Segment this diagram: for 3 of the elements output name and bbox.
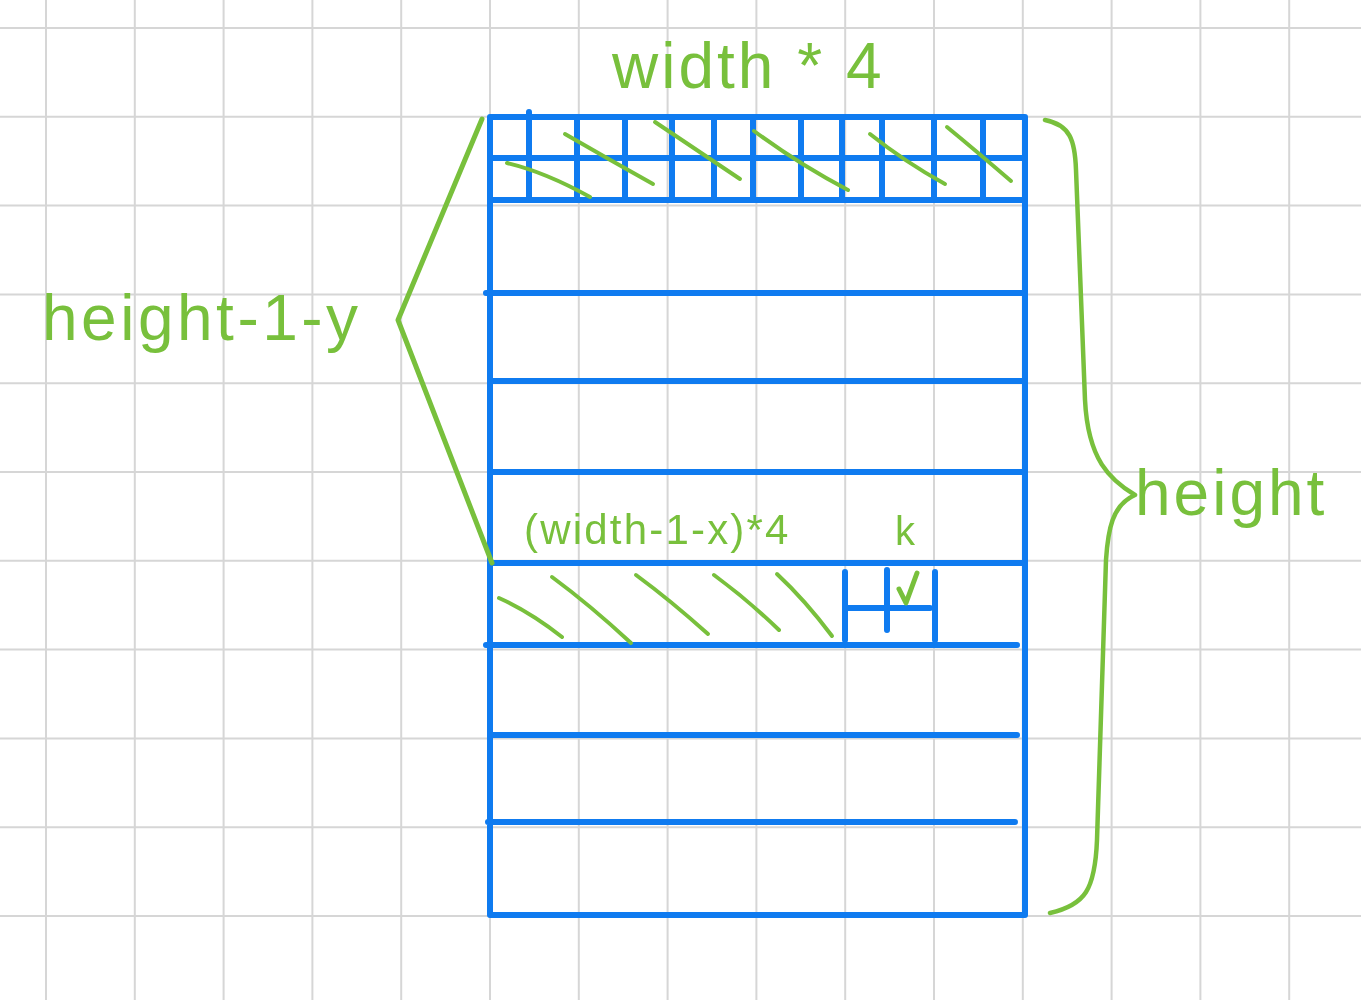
index-label: k [895, 511, 915, 551]
offset-label: (width-1-x)*4 [524, 509, 791, 551]
dimension-label: width * 4 [612, 34, 885, 98]
